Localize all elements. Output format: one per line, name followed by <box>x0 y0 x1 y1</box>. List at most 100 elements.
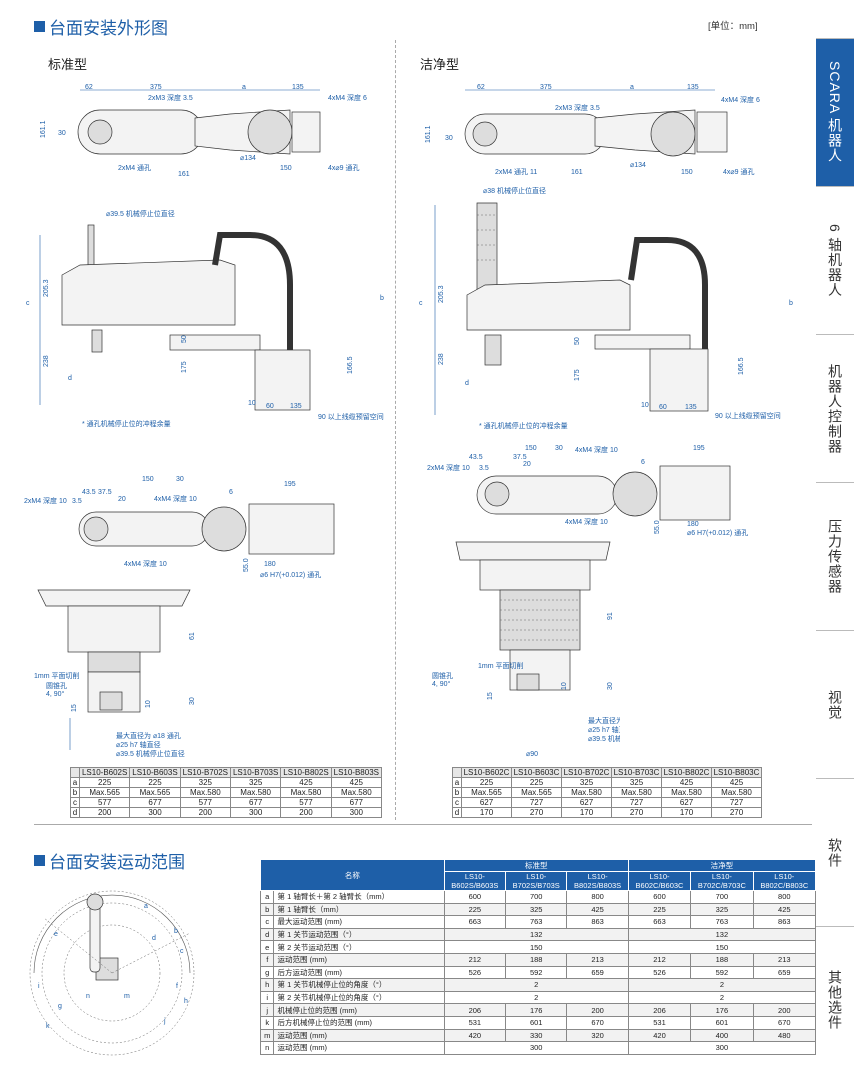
table-cell: d <box>259 927 275 942</box>
dim-30-c: 30 <box>189 697 196 705</box>
table-cell: 176 <box>505 1003 568 1017</box>
table-cell: 170 <box>461 807 512 818</box>
table-cell: 592 <box>690 965 754 980</box>
table-cell: 727 <box>711 797 762 808</box>
tab-6axis[interactable]: 6 轴机器人 <box>816 186 854 334</box>
dim-30: 30 <box>58 130 66 137</box>
std-top-view-drawing: 62 375 a 135 2xM3 深度 3.5 4xM4 深度 6 161.1… <box>30 82 380 182</box>
side-tab-nav: SCARA 机器人 6 轴机器人 机器人控制器 压力传感器 视觉 软件 其他选件 <box>816 38 854 1072</box>
table-cell: 200 <box>566 1003 629 1017</box>
tab-force-sensor[interactable]: 压力传感器 <box>816 482 854 630</box>
dim-37-5-c: 37.5 <box>513 454 527 461</box>
dim-175: 175 <box>181 361 188 373</box>
standard-type-label: 标准型 <box>48 57 88 72</box>
table-cell: 150 <box>443 940 629 954</box>
dim-10: 10 <box>248 400 256 407</box>
table-cell: Max.580 <box>280 787 332 798</box>
stroke-note: * 通孔机械停止位的冲程余量 <box>82 419 171 428</box>
tab-label: SCARA 机器人 <box>827 61 843 164</box>
dim-150-d: 150 <box>525 445 537 452</box>
table-header-row: 名称 标准型 洁净型 <box>260 859 817 891</box>
table-cell: 592 <box>505 965 568 980</box>
dim-150: 150 <box>280 165 292 172</box>
table-cell: 第 1 轴臂长（mm） <box>273 902 445 917</box>
dim-195-c: 195 <box>693 445 705 452</box>
std-base-detail-drawing: 61 30 15 10 1mm 平面切削 圆锥孔 4, 90° 最大直径为 ⌀1… <box>30 588 230 760</box>
table-cell: 800 <box>566 890 629 904</box>
table-cell: 132 <box>627 927 817 942</box>
table-cell: 150 <box>627 940 817 954</box>
dim-38-stop: ⌀38 机械停止位直径 <box>483 186 546 195</box>
table-cell: 第 2 关节机械停止位的角度（°） <box>273 990 445 1005</box>
dim-a: a <box>242 84 246 91</box>
dim-166-5: 166.5 <box>347 356 354 374</box>
dim-2xm4-depth-c: 2xM4 深度 10 <box>427 463 470 472</box>
table-cell: 300 <box>330 807 383 818</box>
tab-controller[interactable]: 机器人控制器 <box>816 334 854 482</box>
dim-161-1-c: 161.1 <box>425 125 432 143</box>
table-cell: 601 <box>690 1015 754 1030</box>
clean-model-table: LS10-B602C LS10-B603C LS10-B702C LS10-B7… <box>452 767 762 818</box>
dim-6-c: 6 <box>641 459 645 466</box>
dim-60: 60 <box>266 403 274 410</box>
table-cell: 526 <box>443 965 507 980</box>
dim-6h7: ⌀6 H7(+0.012) 通孔 <box>260 570 321 579</box>
table-cell: 176 <box>690 1003 754 1017</box>
tab-software[interactable]: 软件 <box>816 778 854 926</box>
dim-175-c: 175 <box>574 369 581 381</box>
table-cell: 270 <box>511 807 562 818</box>
install-title-text: 台面安装外形图 <box>49 19 168 38</box>
name-header: 名称 <box>260 859 445 891</box>
note-flat-cut: 1mm 平面切削 <box>34 671 80 680</box>
table-header-row: LS10-B602S LS10-B603S LS10-B702S LS10-B7… <box>70 767 383 778</box>
table-cell: Max.565 <box>78 787 131 798</box>
motion-range-diagram: a b c d e f g h i j k m n <box>24 878 200 1068</box>
table-cell: 170 <box>561 807 612 818</box>
dim-375: 375 <box>150 84 162 91</box>
table-cell: 663 <box>627 915 692 929</box>
column-divider <box>395 40 396 820</box>
table-cell: 600 <box>627 890 692 904</box>
table-cell: 188 <box>505 952 568 967</box>
row-key: c <box>70 797 80 808</box>
col-header: LS10-B703S <box>229 767 282 778</box>
table-cell: Max.565 <box>511 787 562 798</box>
table-cell: 300 <box>443 1041 629 1055</box>
table-cell: 213 <box>752 952 817 967</box>
table-cell: 300 <box>129 807 181 818</box>
table-cell: 225 <box>78 777 131 788</box>
table-cell: 863 <box>752 915 817 929</box>
dim-161: 161 <box>178 171 190 178</box>
tab-vision[interactable]: 视觉 <box>816 630 854 778</box>
table-cell: 2 <box>443 978 629 992</box>
std-top-view2-drawing: 150 30 43.5 37.5 20 2xM4 深度 10 3.5 4xM4 … <box>24 474 344 584</box>
table-cell: Max.580 <box>711 787 762 798</box>
dim-135-b: 135 <box>290 403 302 410</box>
table-cell: e <box>259 940 275 954</box>
tab-other-options[interactable]: 其他选件 <box>816 926 854 1072</box>
table-cell: 577 <box>179 797 231 808</box>
dim-6: 6 <box>229 489 233 496</box>
table-cell: 运动范围 (mm) <box>273 1028 445 1043</box>
table-cell: 627 <box>661 797 712 808</box>
table-cell: 627 <box>461 797 512 808</box>
model-header: LS10- B602C/B603C <box>627 871 692 891</box>
table-corner <box>70 767 80 778</box>
table-cell: 627 <box>561 797 612 808</box>
table-cell: 225 <box>443 902 507 917</box>
note-stop-dia-c: ⌀39.5 机械停止位直径 <box>588 734 620 743</box>
table-cell: f <box>259 952 275 967</box>
tab-scara[interactable]: SCARA 机器人 <box>816 38 854 186</box>
table-cell: Max.580 <box>229 787 282 798</box>
table-corner <box>452 767 462 778</box>
group-header-clean: 洁净型 <box>627 859 817 872</box>
table-cell: 601 <box>505 1015 568 1030</box>
dim-375-c: 375 <box>540 84 552 91</box>
table-cell: 325 <box>505 902 568 917</box>
dim-b: b <box>380 295 384 302</box>
